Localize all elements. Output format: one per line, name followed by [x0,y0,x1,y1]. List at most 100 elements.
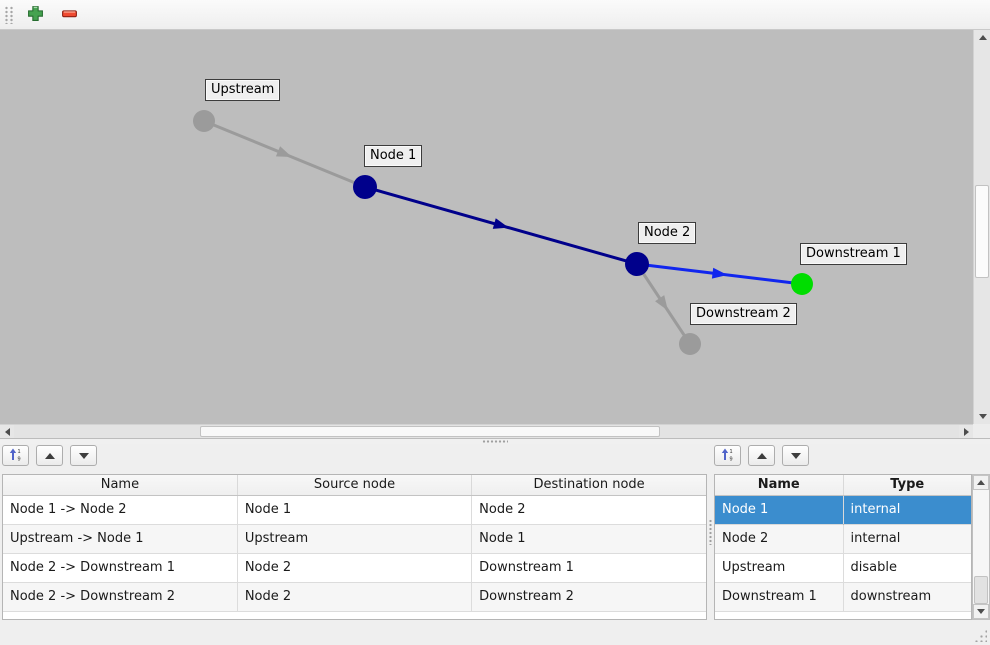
triangle-left-icon [4,427,10,436]
edges-pane: 1 9 Name Source node Destination node [2,444,707,620]
edge-destination-cell[interactable]: Downstream 1 [471,553,706,583]
edge-arrow-icon [492,218,509,229]
triangle-right-icon [963,427,969,436]
nodes-table-row[interactable]: Node 1 internal [715,495,971,525]
edge-destination-cell[interactable]: Downstream 2 [471,582,706,612]
node-name-cell[interactable]: Node 1 [715,495,844,525]
triangle-up-icon [978,35,987,40]
horizontal-scroll-thumb[interactable] [200,426,660,437]
column-header-name[interactable]: Name [3,475,238,496]
nodes-pane: 1 9 Name Type Node 1 i [714,444,990,620]
edge-destination-cell[interactable]: Node 1 [471,524,706,554]
edge-source-cell[interactable]: Node 2 [237,582,473,612]
edges-table-row[interactable]: Node 2 -> Downstream 1 Node 2 Downstream… [3,553,706,583]
node-type-cell[interactable]: disable [843,553,971,583]
table-scroll-thumb[interactable] [974,576,988,604]
graph-node-downstream-2[interactable] [679,333,701,355]
edges-table-header-row: Name Source node Destination node [3,475,706,496]
svg-text:1: 1 [18,449,21,455]
node-label-downstream-1[interactable]: Downstream 1 [800,243,907,265]
edges-table: Name Source node Destination node Node 1… [3,475,706,612]
scroll-right-button[interactable] [959,425,973,438]
edges-move-down-button[interactable] [70,445,97,466]
edge-name-cell[interactable]: Node 1 -> Node 2 [3,495,238,525]
edges-move-up-button[interactable] [36,445,63,466]
node-type-cell[interactable]: internal [843,524,971,554]
nodes-table-scrollbar[interactable] [972,474,990,620]
main-toolbar [0,0,990,30]
toolbar-drag-handle[interactable] [4,5,14,24]
scroll-down-button[interactable] [974,409,990,424]
node-label-upstream[interactable]: Upstream [205,79,281,101]
edge-name-cell[interactable]: Node 2 -> Downstream 2 [3,582,238,612]
vertical-scroll-thumb[interactable] [975,185,989,278]
nodes-table-row[interactable]: Downstream 1 downstream [715,582,971,612]
minus-icon [61,5,78,25]
node-label-node-1[interactable]: Node 1 [364,145,423,167]
edges-sort-button[interactable]: 1 9 [2,445,29,466]
remove-button[interactable] [56,2,82,28]
nodes-sort-button[interactable]: 1 9 [714,445,741,466]
scroll-left-button[interactable] [0,425,14,438]
node-label-node-2[interactable]: Node 2 [638,222,697,244]
triangle-up-icon [44,452,55,459]
column-header-source-node[interactable]: Source node [237,475,473,496]
nodes-toolbar: 1 9 [714,445,990,467]
column-header-name[interactable]: Name [715,475,844,496]
window-resize-grip[interactable] [974,629,987,642]
node-label-downstream-2[interactable]: Downstream 2 [690,303,797,325]
edge-destination-cell[interactable]: Node 2 [471,495,706,525]
scrollbar-corner [973,424,990,438]
node-name-cell[interactable]: Downstream 1 [715,582,844,612]
graph-node-upstream[interactable] [193,110,215,132]
splitter-grip-icon [482,440,508,443]
node-type-cell[interactable]: downstream [843,582,971,612]
svg-text:1: 1 [730,449,733,455]
add-button[interactable] [22,2,48,28]
triangle-down-icon [78,452,89,459]
horizontal-splitter[interactable] [0,438,990,444]
edges-table-row[interactable]: Node 1 -> Node 2 Node 1 Node 2 [3,495,706,525]
sort-ascending-icon: 1 9 [9,448,22,464]
node-name-cell[interactable]: Upstream [715,553,844,583]
scroll-down-button[interactable] [973,604,989,619]
edge-source-cell[interactable]: Upstream [237,524,473,554]
edge-name-cell[interactable]: Node 2 -> Downstream 1 [3,553,238,583]
plus-icon [27,5,44,25]
edge-arrow-icon [275,146,292,158]
triangle-down-icon [790,452,801,459]
triangle-up-icon [756,452,767,459]
scroll-up-button[interactable] [974,30,990,45]
node-type-cell[interactable]: internal [843,495,971,525]
edges-table-row[interactable]: Upstream -> Node 1 Upstream Node 1 [3,524,706,554]
column-header-destination-node[interactable]: Destination node [471,475,706,496]
canvas-vertical-scrollbar[interactable] [973,30,990,424]
edge-source-cell[interactable]: Node 1 [237,495,473,525]
graph-node-node-2[interactable] [625,252,649,276]
node-name-cell[interactable]: Node 2 [715,524,844,554]
column-header-type[interactable]: Type [843,475,971,496]
triangle-down-icon [977,609,985,614]
graph-svg [193,110,813,355]
nodes-table-container: Name Type Node 1 internal Node 2 interna… [714,474,972,620]
edges-table-row[interactable]: Node 2 -> Downstream 2 Node 2 Downstream… [3,582,706,612]
graph-node-node-1[interactable] [353,175,377,199]
vertical-splitter[interactable] [707,444,714,620]
sort-ascending-icon: 1 9 [721,448,734,464]
graph-node-downstream-1[interactable] [791,273,813,295]
nodes-move-down-button[interactable] [782,445,809,466]
nodes-table-row[interactable]: Node 2 internal [715,524,971,554]
edge-source-cell[interactable]: Node 2 [237,553,473,583]
canvas-horizontal-scrollbar[interactable] [0,424,973,438]
edge-arrow-icon [711,267,728,279]
nodes-table-row[interactable]: Upstream disable [715,553,971,583]
scroll-up-button[interactable] [973,475,989,490]
edge-name-cell[interactable]: Upstream -> Node 1 [3,524,238,554]
nodes-move-up-button[interactable] [748,445,775,466]
triangle-up-icon [977,480,985,485]
edges-toolbar: 1 9 [2,445,707,467]
